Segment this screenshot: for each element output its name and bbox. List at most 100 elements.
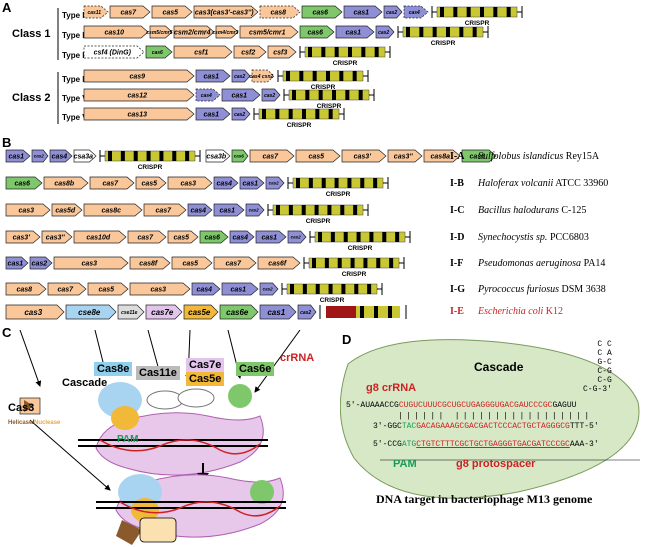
svg-text:CRISPR: CRISPR: [320, 297, 345, 304]
svg-text:cas2: cas2: [264, 93, 275, 99]
cas5e-label: Cas5e: [186, 372, 225, 386]
gene-b-5-5: cas1: [221, 282, 259, 296]
crispr-b-3: CRISPR: [309, 231, 411, 252]
gene-b-5-3: cas3: [129, 282, 191, 296]
gene-b-3-4: cas5: [167, 230, 199, 244]
gene-a-1-5: cas6: [299, 25, 335, 39]
type-i-label: Type I: [62, 11, 85, 20]
gene-b-1-6: cas1: [239, 176, 265, 190]
svg-text:cas2: cas2: [234, 74, 245, 80]
gene-b-3-1: cas3'': [41, 230, 73, 244]
gene-a-1-3: csm4/cmr3: [212, 25, 239, 39]
svg-text:CRISPR: CRISPR: [465, 20, 490, 27]
gene-b-2-3: cas7: [143, 203, 187, 217]
gene-b-6-6: cas1: [259, 304, 297, 320]
svg-text:cas6: cas6: [234, 154, 245, 159]
svg-text:cas5: cas5: [308, 153, 324, 160]
svg-text:cas4: cas4: [232, 234, 248, 241]
gene-a-1-1: csm5/cmr5: [146, 25, 173, 39]
gene-a-3-0: cas9: [83, 69, 195, 83]
svg-text:CRISPR: CRISPR: [342, 271, 367, 278]
svg-text:cas7: cas7: [155, 207, 172, 214]
crispr-a-3: CRISPR: [277, 70, 369, 91]
svg-text:csm5/cmr5: csm5/cmr5: [146, 30, 172, 36]
svg-text:cas3: cas3: [18, 207, 34, 214]
svg-text:cas4: cas4: [216, 180, 232, 187]
gene-b-0-3: csa3a: [74, 149, 97, 163]
pam-label-d: PAM: [393, 458, 417, 470]
gene-a-2-0: csf4 (DinG): [83, 45, 145, 59]
svg-text:cas3'': cas3'': [394, 153, 413, 160]
svg-text:cas8a: cas8a: [431, 153, 451, 160]
organism-label: Pseudomonas aeruginosa PA14: [478, 258, 606, 269]
gene-a-0-3: cas3(cas3'-cas3''): [193, 5, 259, 19]
svg-text:cas3: cas3: [24, 308, 42, 317]
svg-text:csm5/cmr1: csm5/cmr1: [249, 29, 286, 36]
svg-text:cas1: cas1: [261, 234, 277, 241]
pam-label-c: PAM: [117, 434, 139, 445]
panel-c-graphic: [19, 330, 301, 545]
svg-text:csf1: csf1: [194, 49, 208, 56]
svg-text:csf4 (DinG): csf4 (DinG): [94, 49, 132, 56]
crispr-b-4: CRISPR: [303, 257, 405, 278]
gene-b-0-0: cas1: [5, 149, 31, 163]
subtype-label: I-C: [450, 205, 465, 216]
svg-text:cas6: cas6: [312, 9, 328, 16]
svg-text:cas1: cas1: [203, 111, 219, 118]
gene-b-6-3: cas7e: [145, 304, 183, 320]
gene-a-0-4: cas8: [259, 5, 301, 19]
svg-text:cas7: cas7: [137, 234, 154, 241]
organism-label: Synechocystis sp. PCC6803: [478, 232, 589, 243]
gene-b-5-1: cas7: [47, 282, 87, 296]
gene-b-1-2: cas7: [89, 176, 135, 190]
cas11e-label: Cas11e: [136, 366, 180, 380]
svg-text:cas2: cas2: [34, 154, 45, 159]
gene-b-4-0: cas1: [5, 256, 29, 270]
type-vi-label: Type VI: [62, 113, 90, 122]
svg-text:CRISPR: CRISPR: [287, 122, 312, 129]
gene-a-3-3: cas4 csn2: [249, 69, 275, 83]
organism-label: Bacillus halodurans C-125: [478, 205, 587, 216]
svg-text:cas4: cas4: [201, 93, 212, 99]
svg-text:cas3(cas3'-cas3''): cas3(cas3'-cas3''): [195, 9, 254, 16]
gene-b-2-6: cas2: [245, 203, 265, 217]
subtype-label: I-F: [450, 258, 464, 269]
cas8e-label: Cas8e: [94, 362, 133, 376]
subtype-label: I-B: [450, 178, 464, 189]
gene-a-0-6: cas1: [343, 5, 383, 19]
panel-d-caption: DNA target in bacteriophage M13 genome: [376, 492, 593, 506]
crrna-label: crRNA: [280, 352, 315, 364]
svg-text:CRISPR: CRISPR: [306, 218, 331, 225]
svg-text:cas6e: cas6e: [226, 308, 249, 317]
svg-text:cas4: cas4: [52, 153, 68, 160]
cas7e-label: Cas7e: [186, 358, 225, 372]
svg-text:cas2: cas2: [269, 181, 280, 186]
gene-b-3-7: cas1: [255, 230, 287, 244]
gene-b-1-4: cas3: [167, 176, 213, 190]
svg-text:cas10d: cas10d: [86, 234, 110, 241]
subtype-label: I-E: [450, 306, 464, 317]
gene-b-4-4: cas5: [171, 256, 213, 270]
svg-text:CRISPR: CRISPR: [333, 60, 358, 67]
svg-text:cse8e: cse8e: [78, 308, 101, 317]
gene-a-0-1: cas7: [109, 5, 151, 19]
gene-b-3-2: cas10d: [73, 230, 127, 244]
organism-label: Haloferax volcanii ATCC 33960: [478, 178, 609, 189]
svg-text:cas6: cas6: [152, 50, 163, 56]
gene-b-2-2: cas8c: [83, 203, 143, 217]
crispr-a-4: CRISPR: [283, 89, 375, 110]
svg-text:cas6f: cas6f: [268, 260, 287, 267]
svg-text:cas3'': cas3'': [46, 234, 65, 241]
gene-b-0-10: cas8a: [423, 149, 461, 163]
svg-text:cas2: cas2: [249, 208, 260, 213]
gene-a-1-4: csm5/cmr1: [239, 25, 299, 39]
svg-text:cas3: cas3: [180, 180, 196, 187]
gene-b-3-0: cas3': [5, 230, 41, 244]
svg-text:CRISPR: CRISPR: [138, 164, 163, 171]
svg-text:cas8c: cas8c: [102, 207, 122, 214]
gene-b-4-5: cas7: [213, 256, 257, 270]
organism-label: Sulfolobus islandicus Rey15A: [478, 151, 600, 162]
svg-text:CRISPR: CRISPR: [431, 40, 456, 47]
gene-a-4-2: cas1: [221, 88, 261, 102]
panel-letter-c: C: [2, 325, 12, 340]
